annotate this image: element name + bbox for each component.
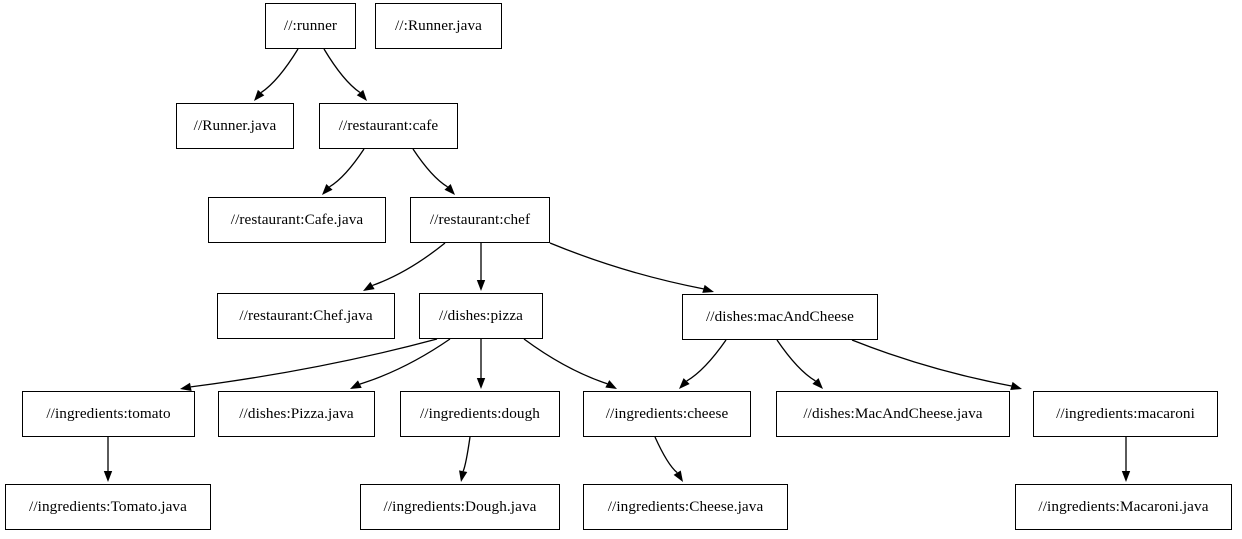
graph-edge-line <box>359 338 451 385</box>
graph-edge-line <box>412 148 448 188</box>
graph-node-label: //ingredients:Dough.java <box>383 498 537 516</box>
graph-node-label: //ingredients:Macaroni.java <box>1038 498 1209 516</box>
graph-node[interactable]: //dishes:pizza <box>419 293 543 339</box>
graph-edge-line <box>523 338 608 385</box>
graph-node[interactable]: //ingredients:dough <box>400 391 560 437</box>
graph-node[interactable]: //:Runner.java <box>375 3 502 49</box>
graph-node[interactable]: //ingredients:Cheese.java <box>583 484 788 530</box>
graph-edge-line <box>323 48 361 94</box>
graph-node-label: //dishes:Pizza.java <box>239 405 354 423</box>
graph-node[interactable]: //ingredients:macaroni <box>1033 391 1218 437</box>
graph-node[interactable]: //restaurant:Cafe.java <box>208 197 386 243</box>
graph-node[interactable]: //ingredients:Macaroni.java <box>1015 484 1232 530</box>
graph-node-label: //ingredients:tomato <box>46 405 171 423</box>
graph-edge-arrowhead <box>103 471 113 482</box>
graph-edge-line <box>372 242 446 287</box>
graph-node-label: //restaurant:cafe <box>338 117 439 135</box>
graph-edge-arrowhead <box>322 184 333 195</box>
graph-edge-arrowhead <box>476 280 486 291</box>
graph-edge-arrowhead <box>356 89 367 101</box>
graph-node-label: //dishes:pizza <box>438 307 524 325</box>
graph-edge-arrowhead <box>254 89 265 101</box>
graph-node-label: //dishes:macAndCheese <box>705 308 855 326</box>
graph-edge-line <box>329 148 365 188</box>
graph-edge-line <box>190 338 438 388</box>
graph-node-label: //ingredients:dough <box>419 405 540 423</box>
graph-edge-arrowhead <box>605 380 617 389</box>
graph-node-label: //:Runner.java <box>394 17 483 35</box>
graph-edge-arrowhead <box>180 382 192 392</box>
graph-edge-line <box>462 436 471 472</box>
graph-edge-line <box>851 339 1012 387</box>
graph-edge-line <box>686 339 727 382</box>
graph-edge-line <box>549 242 704 290</box>
graph-node-label: //ingredients:Tomato.java <box>29 498 187 516</box>
graph-node-label: //Runner.java <box>193 117 277 135</box>
graph-node[interactable]: //ingredients:tomato <box>22 391 195 437</box>
graph-node[interactable]: //:runner <box>265 3 356 49</box>
graph-node-label: //ingredients:Cheese.java <box>607 498 764 516</box>
graph-edge-arrowhead <box>702 284 714 293</box>
graph-edge-line <box>654 436 678 474</box>
graph-edge-arrowhead <box>1010 381 1022 390</box>
graph-edge-arrowhead <box>679 378 690 389</box>
graph-node-label: //ingredients:cheese <box>605 405 729 423</box>
graph-edge-arrowhead <box>812 378 823 389</box>
graph-node-label: //restaurant:Cafe.java <box>230 211 364 229</box>
graph-edge-arrowhead <box>476 378 486 389</box>
graph-node[interactable]: //ingredients:cheese <box>583 391 751 437</box>
graph-edge-arrowhead <box>444 184 455 195</box>
graph-node-label: //restaurant:Chef.java <box>239 307 373 325</box>
graph-node[interactable]: //dishes:Pizza.java <box>218 391 375 437</box>
graph-edge-arrowhead <box>350 380 362 389</box>
graph-edge-arrowhead <box>363 281 375 291</box>
graph-node[interactable]: //dishes:macAndCheese <box>682 294 878 340</box>
graph-node[interactable]: //Runner.java <box>176 103 294 149</box>
graph-edge-line <box>776 339 816 382</box>
graph-node[interactable]: //ingredients:Dough.java <box>360 484 560 530</box>
graph-edge-arrowhead <box>459 470 468 482</box>
graph-node-label: //:runner <box>283 17 338 35</box>
graph-edge-line <box>260 48 299 94</box>
graph-node[interactable]: //restaurant:cafe <box>319 103 458 149</box>
graph-node[interactable]: //restaurant:chef <box>410 197 550 243</box>
graph-edge-arrowhead <box>1121 471 1131 482</box>
graph-node-label: //dishes:MacAndCheese.java <box>803 405 983 423</box>
graph-node[interactable]: //ingredients:Tomato.java <box>5 484 211 530</box>
graph-node[interactable]: //restaurant:Chef.java <box>217 293 395 339</box>
graph-node[interactable]: //dishes:MacAndCheese.java <box>776 391 1010 437</box>
graph-node-label: //restaurant:chef <box>429 211 531 229</box>
graph-node-label: //ingredients:macaroni <box>1056 405 1195 423</box>
graph-edge-arrowhead <box>673 470 683 482</box>
